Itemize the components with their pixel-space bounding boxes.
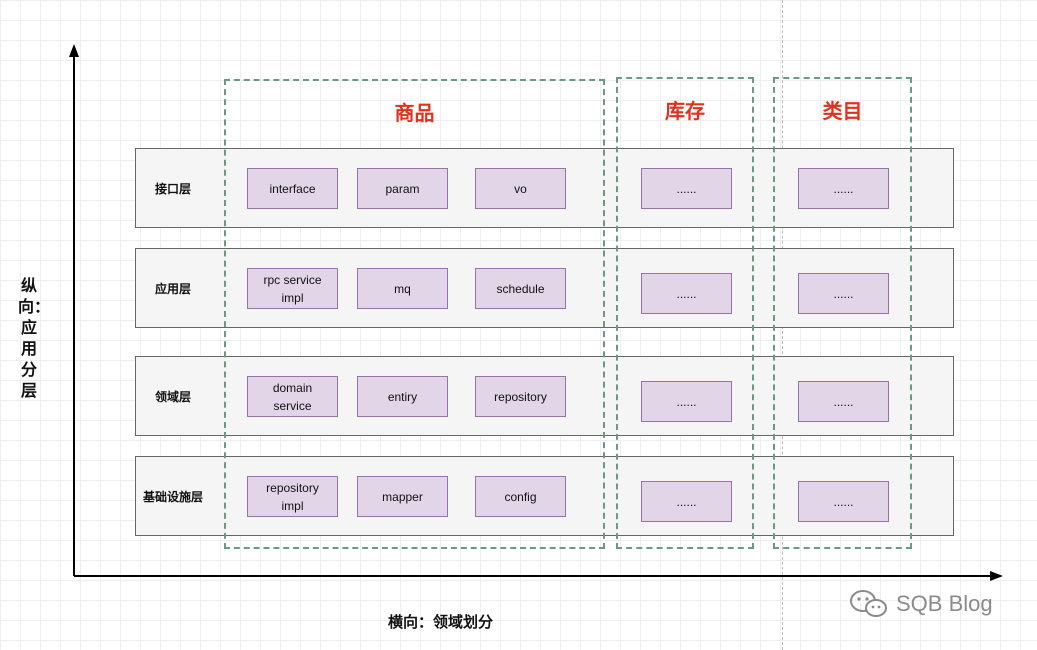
component-box[interactable]: mapper <box>357 476 448 517</box>
domain-inventory[interactable]: 库存 <box>616 77 754 549</box>
domain-title-goods: 商品 <box>394 103 435 125</box>
component-box[interactable]: domain service <box>247 376 338 417</box>
inventory-box[interactable]: ...... <box>641 273 732 314</box>
horizontal-axis-label: 横向：领域划分 <box>388 614 494 631</box>
component-box[interactable]: entiry <box>357 376 448 417</box>
category-box[interactable]: ...... <box>798 481 889 522</box>
category-box[interactable]: ...... <box>798 381 889 422</box>
component-box[interactable]: interface <box>247 168 338 209</box>
domain-title-category: 类目 <box>822 101 863 123</box>
vertical-axis-arrow <box>69 44 79 57</box>
component-box[interactable]: schedule <box>475 268 566 309</box>
component-box[interactable]: param <box>357 168 448 209</box>
inventory-box[interactable]: ...... <box>641 481 732 522</box>
component-box[interactable]: config <box>475 476 566 517</box>
component-box[interactable]: rpc service impl <box>247 268 338 309</box>
domain-title-inventory: 库存 <box>665 101 705 123</box>
category-box[interactable]: ...... <box>798 273 889 314</box>
layer-label: 领域层 <box>154 389 191 404</box>
inventory-box[interactable]: ...... <box>641 168 732 209</box>
component-box[interactable]: repository <box>475 376 566 417</box>
layer-label: 基础设施层 <box>142 489 203 504</box>
horizontal-axis-arrow <box>990 571 1003 581</box>
component-box[interactable]: vo <box>475 168 566 209</box>
domain-goods[interactable]: 商品 <box>224 79 605 549</box>
vertical-axis-label: 纵向：应用分层 <box>18 278 51 400</box>
layer-label: 应用层 <box>154 281 191 296</box>
watermark: SQB Blog <box>848 588 993 620</box>
wechat-icon <box>850 590 887 617</box>
category-box[interactable]: ...... <box>798 168 889 209</box>
component-box[interactable]: mq <box>357 268 448 309</box>
watermark-text: SQB Blog <box>896 591 993 616</box>
domain-category[interactable]: 类目 <box>773 77 912 549</box>
inventory-box[interactable]: ...... <box>641 381 732 422</box>
component-box[interactable]: repository impl <box>247 476 338 517</box>
layer-label: 接口层 <box>154 181 191 196</box>
